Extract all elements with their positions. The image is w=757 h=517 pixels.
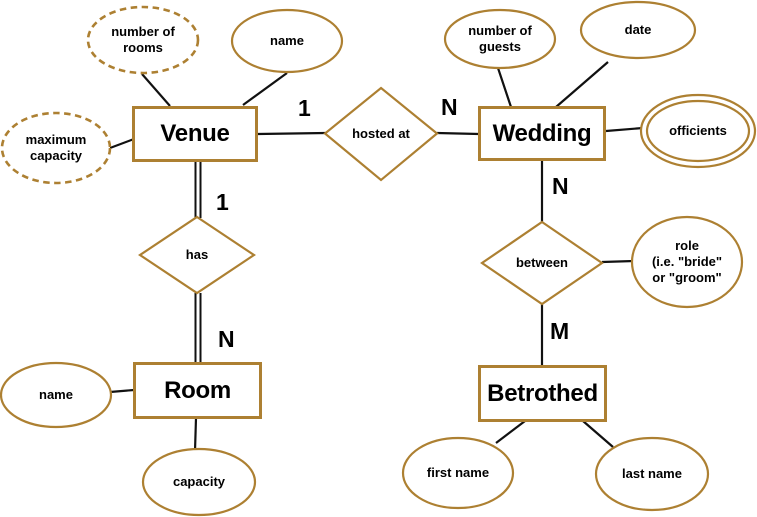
- relationship-shapes: [138, 86, 604, 306]
- edge-venue-hostedat: [257, 131, 327, 136]
- connector-lines: [109, 61, 644, 452]
- attribute-ellipse-role: [630, 215, 744, 309]
- relationship-diamond-hosted-at: [323, 86, 439, 182]
- entity-rect-venue: [132, 106, 258, 162]
- edge-numberofrooms-venue: [141, 73, 171, 107]
- edge-maximumcapacity-venue: [109, 137, 135, 150]
- attribute-ellipse-number-of-rooms: [86, 5, 200, 75]
- edge-room-capacity: [193, 417, 198, 452]
- cardinality-venue-has: 1: [216, 189, 229, 215]
- attribute-ellipse-room-name: [0, 361, 113, 429]
- attribute-ellipse-maximum-capacity: [0, 111, 112, 185]
- cardinality-venue-hosted-at: 1: [298, 95, 311, 121]
- edge-betrothed-firstname: [495, 420, 526, 444]
- cardinality-room-has: N: [218, 326, 235, 352]
- attribute-ellipse-officients-inner: [645, 99, 751, 163]
- edge-date-wedding: [555, 61, 609, 108]
- double-lines: [194, 162, 202, 363]
- attribute-ellipse-capacity: [141, 447, 257, 517]
- relationship-diamond-between: [480, 220, 604, 306]
- attribute-ellipse-last-name: [594, 436, 710, 512]
- cardinality-wedding-between: N: [552, 173, 569, 199]
- edge-name-venue: [242, 72, 288, 106]
- attribute-ellipse-venue-name: [230, 8, 344, 74]
- attribute-ellipse-date: [579, 0, 697, 60]
- attribute-ellipse-number-of-guests: [443, 8, 557, 70]
- relationship-diamond-has: [138, 215, 256, 295]
- attribute-ellipse-first-name: [401, 436, 515, 510]
- edge-name-room: [109, 388, 135, 394]
- entity-rect-wedding: [478, 106, 606, 161]
- entity-rect-room: [133, 362, 262, 419]
- entity-shapes: [132, 106, 607, 422]
- edge-wedding-officients: [605, 126, 644, 133]
- entity-rect-betrothed: [478, 365, 607, 422]
- edge-betrothed-lastname: [582, 420, 614, 448]
- cardinality-wedding-hosted-at: N: [441, 94, 458, 120]
- cardinality-betrothed-between: M: [550, 318, 570, 344]
- edge-numberofguests-wedding: [496, 67, 513, 108]
- edge-hostedat-wedding: [436, 131, 480, 136]
- edge-between-role: [601, 259, 635, 264]
